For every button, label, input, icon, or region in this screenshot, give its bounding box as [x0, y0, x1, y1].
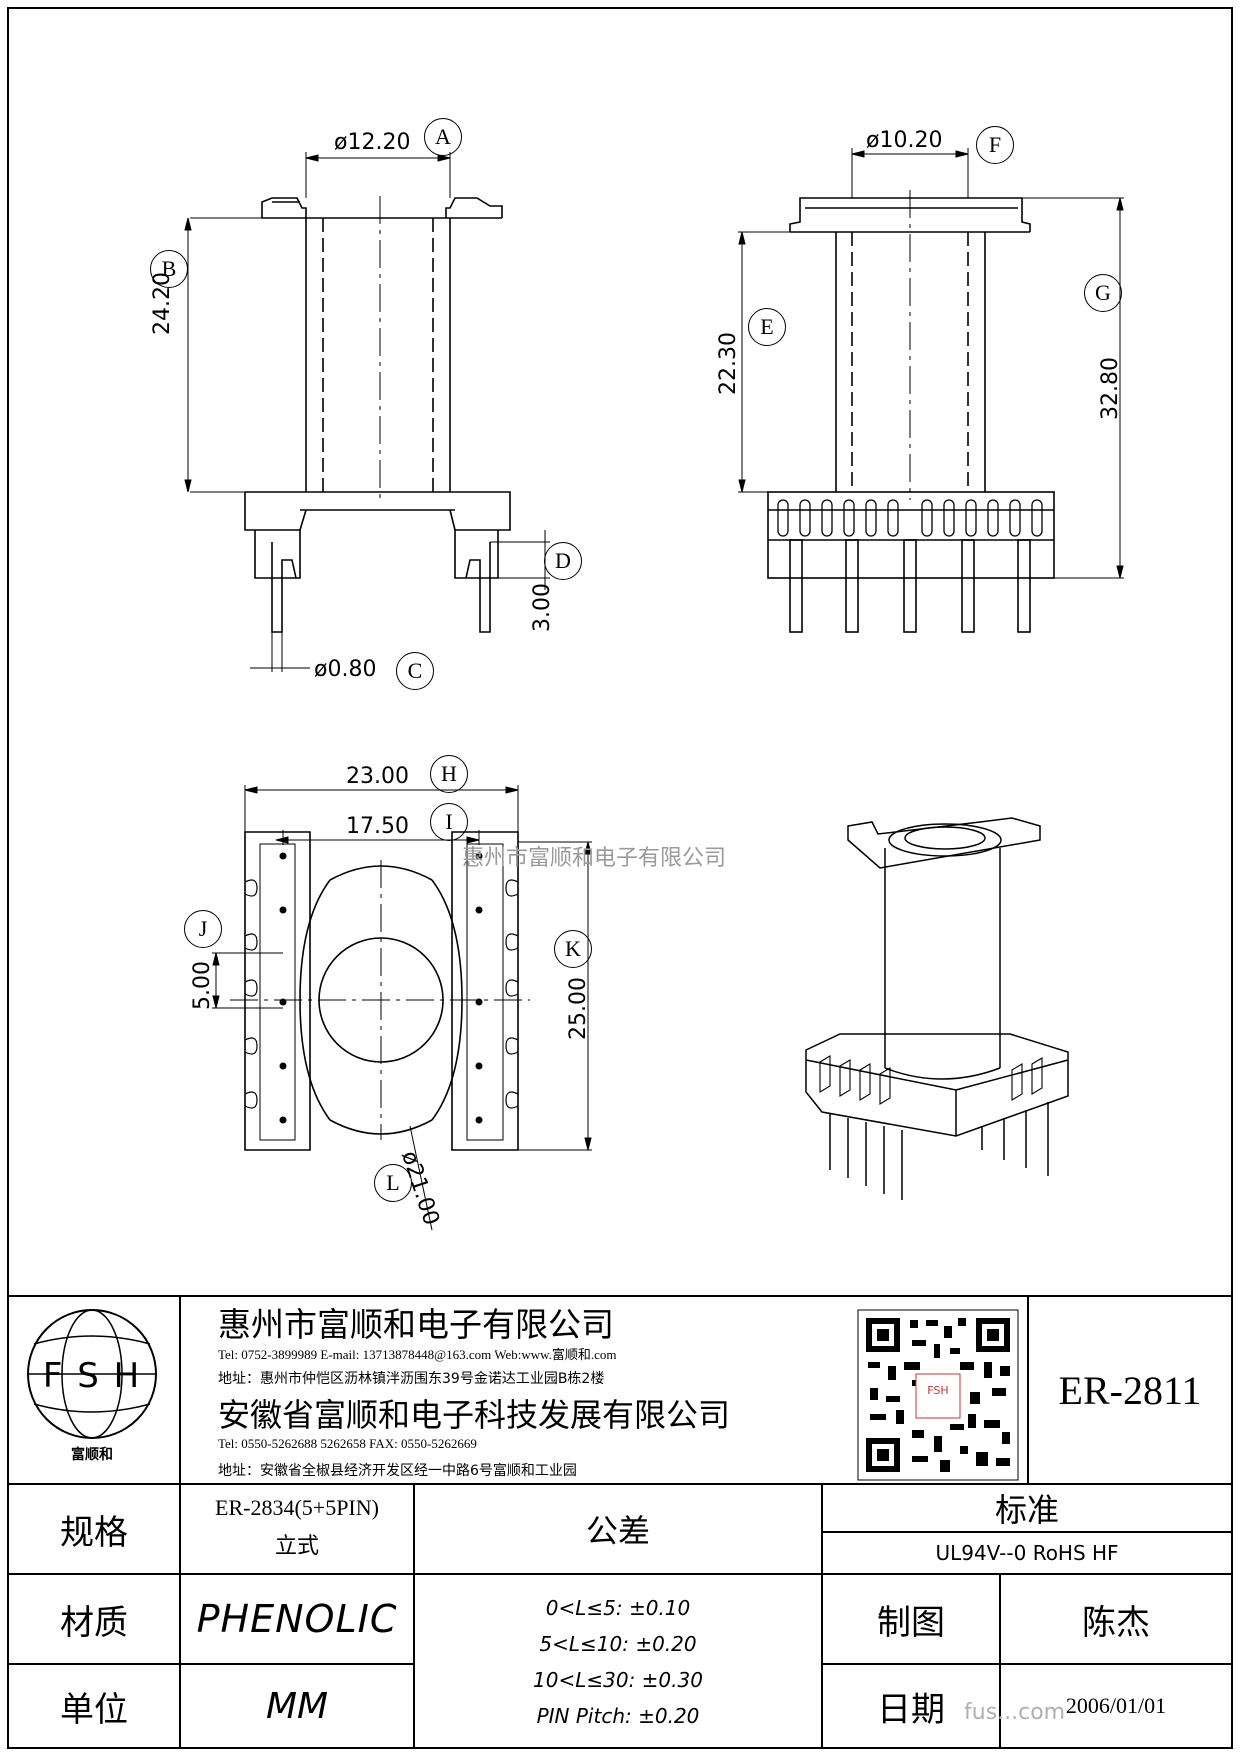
isometric-view — [805, 817, 1069, 1200]
company-address-1: 地址：惠州市仲恺区沥林镇泮沥围东39号金诺达工业园B栋2楼 — [218, 1371, 605, 1387]
dim-f-value: ø10.20 — [866, 128, 943, 153]
company-name-2: 安徽省富顺和电子科技发展有限公司 — [218, 1396, 731, 1434]
unit-label: 单位 — [60, 1689, 128, 1730]
dim-g-value: 32.80 — [1098, 357, 1123, 420]
dim-d-value: 3.00 — [530, 583, 555, 632]
company-name-1: 惠州市富顺和电子有限公司 — [218, 1305, 614, 1344]
dim-j-value: 5.00 — [190, 961, 215, 1010]
side-view-slots — [777, 499, 1043, 537]
tolerance-line: PIN Pitch: ±0.20 — [536, 1704, 700, 1728]
material-label: 材质 — [60, 1602, 128, 1643]
date-label: 日期 — [877, 1689, 945, 1730]
dim-h-value: 23.00 — [346, 764, 409, 789]
bottom-view-dimensions — [212, 785, 592, 1231]
balloon-h: H — [430, 755, 468, 793]
balloon-g: G — [1084, 274, 1122, 312]
balloon-e: E — [748, 308, 786, 346]
spec-value-orientation: 立式 — [274, 1534, 319, 1559]
dim-e-value: 22.30 — [716, 332, 741, 395]
tolerance-line: 0<L≤5: ±0.10 — [545, 1596, 691, 1620]
dim-c-value: ø0.80 — [314, 657, 377, 682]
dim-k-value: 25.00 — [566, 977, 591, 1040]
front-view-dimensions — [184, 152, 550, 672]
company-contact-1: Tel: 0752-3899989 E-mail: 13713878448@16… — [218, 1347, 617, 1362]
balloon-l: L — [374, 1164, 412, 1202]
tolerance-line: 5<L≤10: ±0.20 — [539, 1632, 697, 1656]
bottom-view-pin-holes — [279, 852, 483, 1124]
tolerance-line: 10<L≤30: ±0.30 — [533, 1668, 703, 1692]
watermark-corner: fus...com — [964, 1700, 1066, 1725]
standard-value: UL94V--0 RoHS HF — [935, 1541, 1119, 1565]
logo-name: 富顺和 — [71, 1447, 113, 1463]
sheet-border — [7, 7, 1233, 1749]
spec-value: ER-2834(5+5PIN) — [215, 1495, 379, 1520]
balloon-a: A — [424, 118, 462, 156]
qr-code — [857, 1309, 1019, 1481]
part-number: ER-2811 — [1058, 1367, 1202, 1413]
balloon-k: K — [554, 930, 592, 968]
balloon-j: J — [184, 910, 222, 948]
tolerance-list: 0<L≤5: ±0.10 5<L≤10: ±0.20 10<L≤30: ±0.3… — [414, 1590, 822, 1734]
balloon-c: C — [396, 652, 434, 690]
balloon-d: D — [544, 542, 582, 580]
logo-mark — [27, 1309, 157, 1439]
watermark-center: 惠州市富顺和电子有限公司 — [462, 846, 727, 871]
spec-label: 规格 — [60, 1512, 128, 1553]
balloon-i: I — [430, 803, 468, 841]
qr-label: FSH — [927, 1384, 949, 1397]
tolerance-label: 公差 — [585, 1512, 650, 1550]
drawn-value: 陈杰 — [1082, 1602, 1150, 1643]
front-view — [244, 196, 511, 633]
material-value: PHENOLIC — [196, 1597, 398, 1641]
bottom-view-notches — [244, 879, 519, 1109]
side-view — [767, 190, 1055, 633]
date-value: 2006/01/01 — [1065, 1693, 1167, 1718]
company-contact-2: Tel: 0550-5262688 5262658 FAX: 0550-5262… — [218, 1436, 477, 1451]
isometric-slots — [819, 1055, 1043, 1105]
bottom-view — [230, 831, 530, 1151]
title-block-grid — [8, 1296, 1232, 1748]
side-view-dimensions — [738, 148, 1124, 579]
standard-label: 标准 — [994, 1491, 1059, 1529]
dim-a-value: ø12.20 — [334, 130, 411, 155]
balloon-b: B — [150, 250, 188, 288]
balloon-f: F — [976, 126, 1014, 164]
logo-letters: F S H — [42, 1356, 142, 1396]
unit-value: MM — [265, 1685, 329, 1727]
company-address-2: 地址：安徽省全椒县经济开发区经一中路6号富顺和工业园 — [218, 1463, 577, 1479]
drawn-label: 制图 — [877, 1602, 945, 1643]
dim-i-value: 17.50 — [346, 814, 409, 839]
